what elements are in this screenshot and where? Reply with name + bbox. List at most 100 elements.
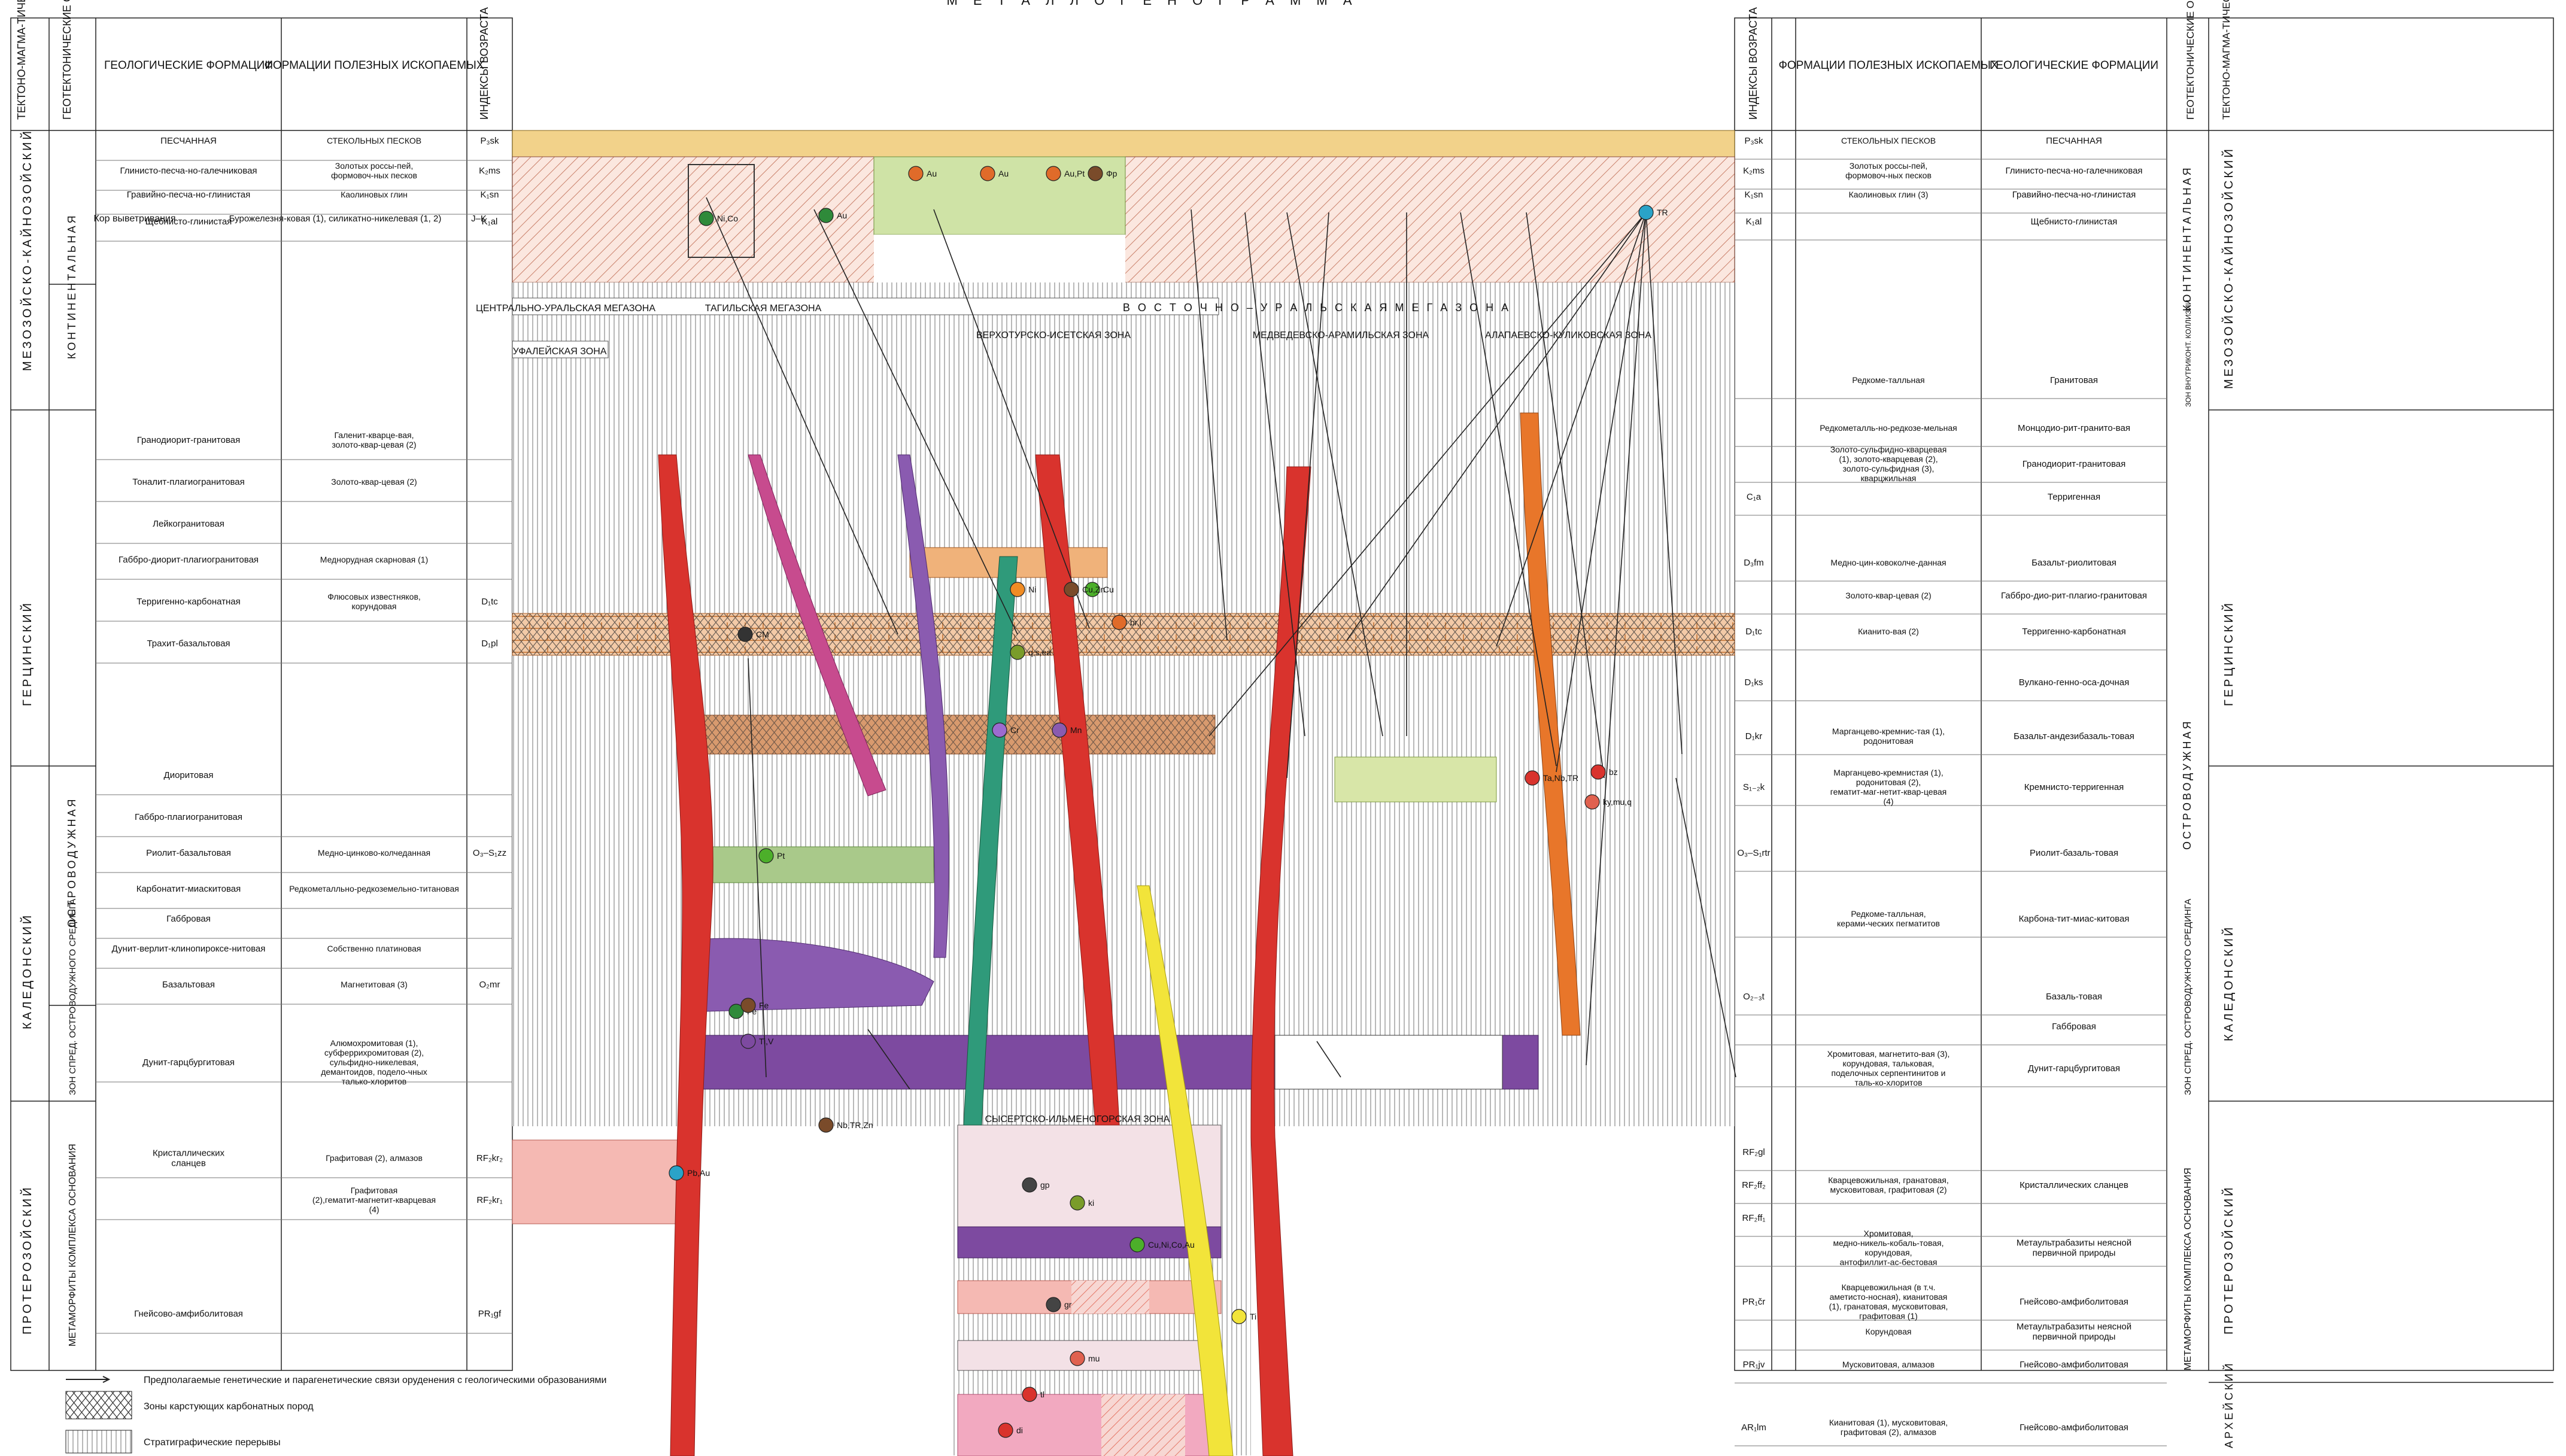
deposit-marker-icon — [818, 208, 834, 223]
ore-formation-cell: Медно-цин-ковоколче-данная — [1830, 558, 1946, 567]
left-headers: ТЕКТОНО-МАГМА-ТИЧЕСКИЕ ЦИКЛЫ ГЕОТЕКТОНИЧ… — [16, 0, 490, 120]
deposit-marker-icon — [1010, 645, 1025, 660]
geo-formation-cell: Гранитовая — [2050, 375, 2098, 385]
deposit-label: Ni — [1028, 585, 1036, 594]
deposit-label: br,l — [1130, 618, 1141, 627]
geo-formation-cell: Гравийно-песча-но-глинистая — [2012, 190, 2136, 200]
link-line — [1586, 212, 1647, 1066]
header-geo-formations: ГЕОЛОГИЧЕСКИЕ ФОРМАЦИИ — [1990, 59, 2158, 72]
link-line — [1208, 212, 1647, 737]
zone-medvedevo-label: МЕДВЕДЕВСКО-АРАМИЛЬСКАЯ ЗОНА — [1253, 330, 1429, 341]
ore-formation-cell: Медно-цинково-колчеданная — [318, 848, 430, 858]
age-index-cell: K₂ms — [1743, 166, 1765, 176]
ni-box — [688, 164, 755, 258]
age-index-cell: RF₂kr₂ — [476, 1153, 503, 1163]
age-index-cell: C₁a — [1747, 492, 1762, 502]
age-index-cell: D₃fm — [1744, 558, 1764, 568]
header-settings: ГЕОТЕКТОНИЧЕСКИЕ ОБСТАНОВКИ — [61, 0, 73, 120]
deposit-marker-icon — [980, 166, 995, 181]
deposit-marker-icon — [1070, 1351, 1085, 1366]
deposit-label: Pt — [777, 851, 785, 861]
deposit-marker-icon — [1070, 1195, 1085, 1211]
age-index-cell: D₁pl — [481, 639, 498, 649]
ore-formation-cell: Корундовая — [1866, 1327, 1912, 1336]
ore-formation-cell: Золото-квар-цевая (2) — [1845, 591, 1931, 600]
geo-formation-cell: Дунит-гарцбургитовая — [2028, 1063, 2120, 1074]
geo-formation-cell: Монцодио-рит-гранито-вая — [2018, 423, 2130, 433]
deposit-marker-icon — [992, 722, 1007, 738]
cycle-label: КАЛЕДОНСКИЙ — [20, 913, 34, 1029]
legend: Предполагаемые генетические и парагенети… — [65, 1375, 606, 1454]
ore-formation-cell: Золотых россы-пей,формовоч-ных песков — [1845, 161, 1932, 180]
zone-east-label: В О С Т О Ч Н О – У Р А Л Ь С К А Я М Е … — [1123, 302, 1511, 314]
age-index-cell: PR₁čr — [1742, 1297, 1765, 1307]
age-index-cell: D₁ks — [1745, 677, 1763, 688]
header-age-index: ИНДЕКСЫ ВОЗРАСТА — [478, 7, 490, 120]
age-index-cell: RF₂ff₂ — [1742, 1180, 1766, 1190]
geo-formation-cell: Гнейсово-амфиболитовая — [134, 1309, 243, 1319]
deposit-label: Nb,TR,Zn — [837, 1120, 873, 1130]
geo-formation-cell: Тоналит-плагиогранитовая — [132, 477, 245, 487]
ore-formation-cell: Кианито-вая (2) — [1858, 627, 1919, 636]
age-index-cell: K₁sn — [1745, 190, 1763, 200]
deposit-marker-icon — [728, 1004, 744, 1019]
ore-formation-cell: Редкометалль-но-редкозе-мельная — [1820, 423, 1957, 433]
cycle-label: ГЕРЦИНСКИЙ — [20, 601, 34, 706]
geo-formation-cell: Глинисто-песча-но-галечниковая — [2005, 166, 2142, 176]
geo-formation-cell: Гнейсово-амфиболитовая — [2020, 1422, 2128, 1433]
ore-formation-cell: Галенит-кварце-вая,золото-квар-цевая (2) — [332, 430, 416, 449]
deposit-label: Ni,Co — [717, 214, 738, 223]
left-settings: КОНТИНЕНТАЛЬНАЯ ОСТРОВОДУЖНАЯ ЗОН СПРЕД.… — [66, 213, 78, 1346]
age-index-cell: K₂ms — [479, 166, 500, 176]
left-table — [10, 17, 513, 1371]
header-cycles: ТЕКТОНО-МАГМА-ТИЧЕСКИЕ ЦИКЛЫ — [16, 0, 28, 120]
deposit-marker-icon — [737, 627, 753, 642]
legend-karst-icon — [65, 1391, 132, 1419]
ore-formation-cell: Редкометалльно-редкоземельно-титановая — [289, 884, 459, 893]
deposit-label: Ti,V — [759, 1036, 774, 1046]
deposit-marker-icon — [740, 1034, 756, 1049]
deposit-label: Mn — [1070, 725, 1082, 735]
geo-formation-cell: Габбровая — [166, 914, 211, 924]
link-line — [1244, 212, 1305, 737]
deposit-label: ki — [1088, 1198, 1094, 1208]
geo-formation-cell: ПЕСЧАННАЯ — [2046, 136, 2102, 146]
geo-formation-cell: ПЕСЧАННАЯ — [160, 136, 217, 146]
zone-alapaevsk-label: АЛАПАЕВСКО-КУЛИКОВСКАЯ ЗОНА — [1485, 330, 1651, 341]
ore-formation-cell: Кварцевожильная (в т.ч.аметисто-носная),… — [1829, 1282, 1948, 1321]
deposit-label: Au — [927, 169, 937, 178]
kor-ore-label: Бурожелезня-ковая (1), силикатно-никелев… — [229, 214, 442, 224]
setting-label: ОСТРОВОДУЖНАЯ — [66, 797, 78, 928]
deposit-label: ТR — [1657, 208, 1668, 217]
age-index-cell: O₂₋₃t — [1743, 992, 1765, 1002]
deposit-label: Au — [998, 169, 1009, 178]
link-line — [1191, 209, 1228, 641]
genetic-links — [706, 197, 1736, 1090]
geo-formation-cell: Терригенно-карбонатная — [2022, 627, 2126, 637]
age-index-cell: O₃–S₁zz — [473, 848, 506, 858]
age-index-cell: D₁tc — [481, 597, 498, 607]
ore-formation-cell: Кварцевожильная, гранатовая,мусковитовая… — [1828, 1175, 1949, 1194]
deposit-marker-icon — [1638, 205, 1654, 220]
ore-formation-cell: Меднорудная скарновая (1) — [320, 555, 428, 564]
deposit-label: Фр — [1106, 169, 1117, 178]
header-settings: ГЕОТЕКТОНИЧЕСКИЕ ОБСТАНОВКИ — [2185, 0, 2196, 120]
deposit-label: Ti — [1250, 1312, 1256, 1321]
cycle-label: МЕЗОЗОЙСКО-КАЙНОЗОЙСКИЙ — [2221, 147, 2236, 389]
link-line — [748, 658, 767, 1078]
geo-formation-cell: Риолит-базаль-товая — [2030, 848, 2118, 858]
age-index-cell: RF₂gl — [1742, 1147, 1765, 1157]
purple-blob — [694, 938, 934, 1012]
ore-formation-cell: Мусковитовая, алмазов — [1842, 1360, 1935, 1369]
deposit-marker-icon — [1046, 1297, 1061, 1312]
deposit-label: bz — [1609, 767, 1618, 777]
ore-formation-cell: Золотых россы-пей,формовоч-ных песков — [331, 161, 417, 180]
deposit-label: Fe — [759, 1001, 769, 1010]
link-line — [1556, 212, 1647, 773]
geo-formation-cell: Кристаллических сланцев — [2020, 1180, 2128, 1190]
age-index-cell: O₃–S₁rtr — [1737, 848, 1770, 858]
